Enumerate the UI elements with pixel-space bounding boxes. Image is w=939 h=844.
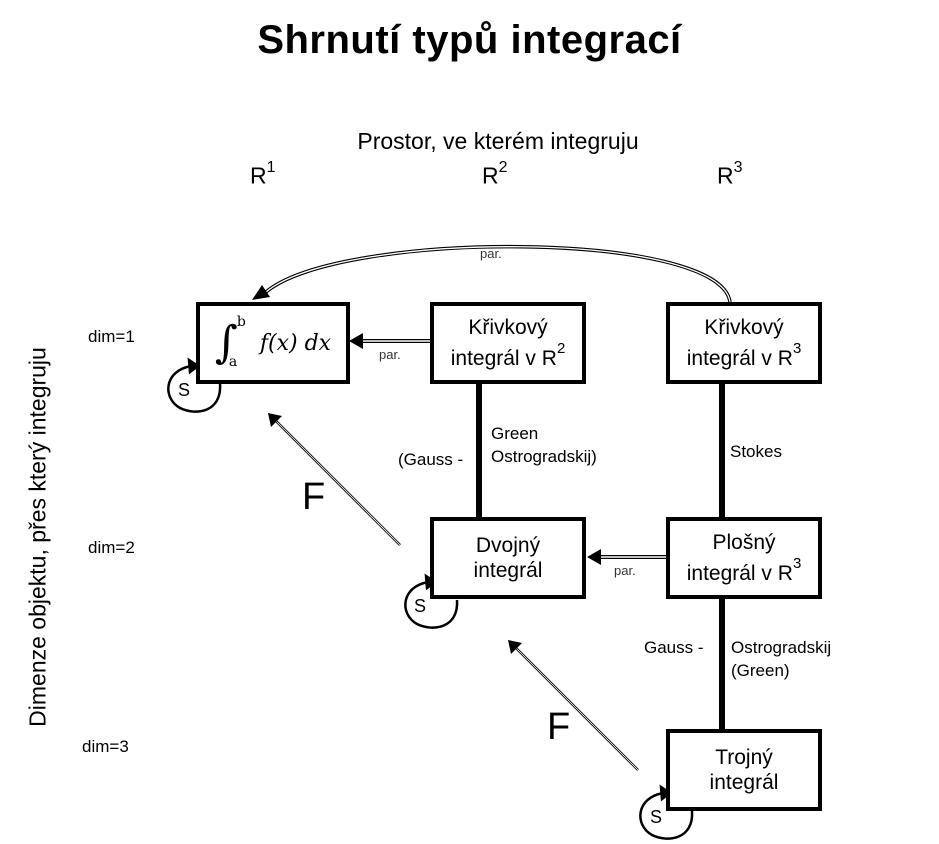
gauss-label-right: Ostrogradskij(Green) [731,638,832,680]
par-arrow-curve-r2-to-riemann [349,333,432,349]
par-label-curve-r2: par. [379,347,401,362]
substitution-label-riemann: S [178,380,191,400]
row-label-dim2: dim=2 [88,538,135,557]
green-label-left: (Gauss - [398,450,464,469]
fubini-arrow-triple-to-double [508,640,639,771]
row-label-dim3: dim=3 [82,737,129,756]
diagram-title: Shrnutí typů integrací [257,18,682,62]
row-label-dim1: dim=1 [88,327,135,346]
par-label-surface: par. [614,563,636,578]
substitution-label-triple: S [650,807,663,827]
column-label-r3: R3 [717,159,743,189]
x-axis-title: Prostor, ve kterém integruju [357,128,639,154]
substitution-label-double: S [414,596,427,616]
column-label-r2: R2 [482,159,508,189]
fubini-label-lower: F [547,706,571,748]
fubini-arrow-double-to-riemann [268,413,401,546]
par-arrow-surface-to-double [587,549,668,565]
stokes-label: Stokes [730,442,782,461]
substitution-loop-riemann [167,357,222,413]
fubini-label-upper: F [302,476,326,518]
par-label-arc: par. [480,246,502,261]
par-arrow-curve-r3-to-riemann [252,245,732,303]
column-label-r1: R1 [250,159,276,189]
gauss-label-left: Gauss - [644,638,704,657]
